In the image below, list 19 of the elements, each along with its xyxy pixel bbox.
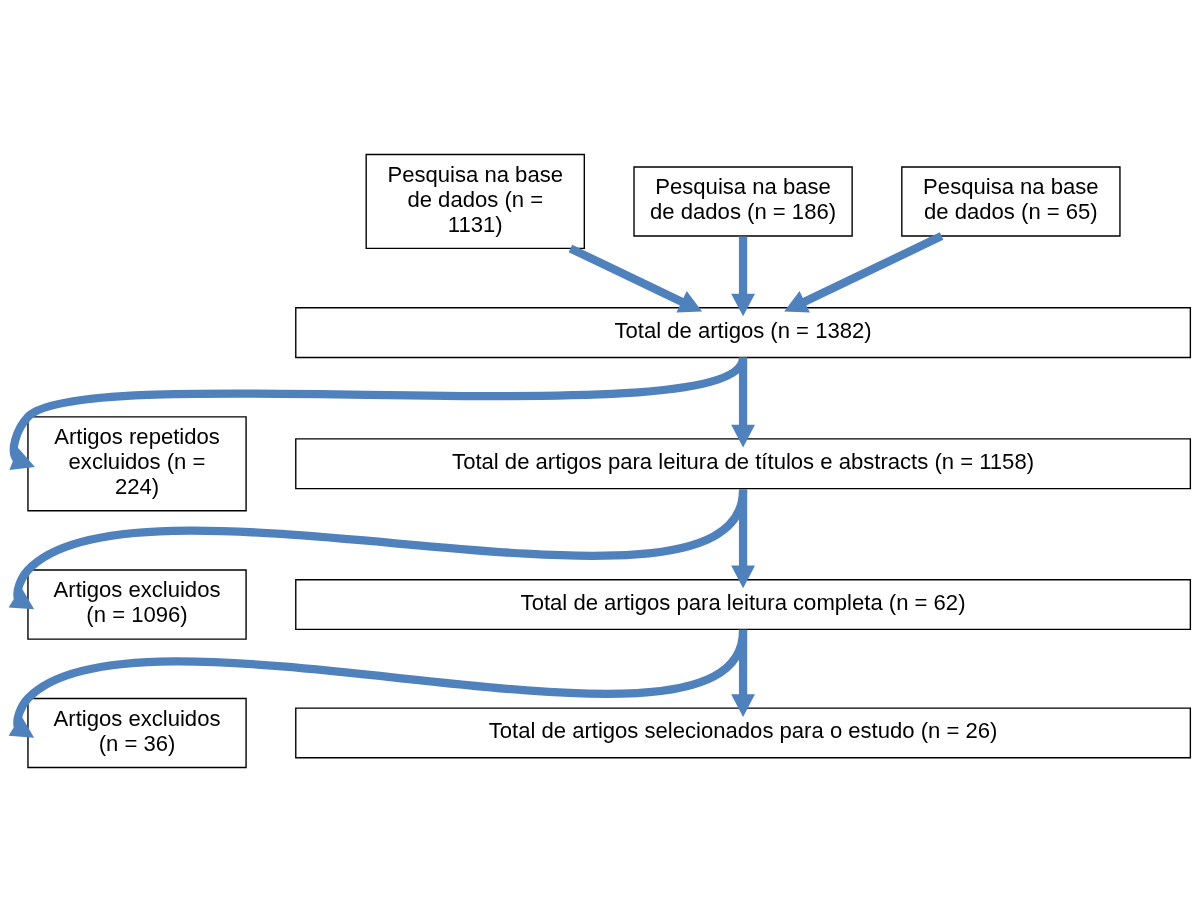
node-box: Artigos excluidos (n = 36) xyxy=(27,697,247,768)
node-box: Total de artigos (n = 1382) xyxy=(295,306,1192,358)
arrow xyxy=(9,354,747,470)
arrow xyxy=(568,244,703,312)
arrow xyxy=(8,628,747,738)
node-box: Total de artigos para leitura de títulos e abstracts (n = 1158) xyxy=(295,437,1192,489)
node-box: Artigos excluidos (n = 1096) xyxy=(27,568,247,640)
node-box: Pesquisa na base de dados (n = 1131) xyxy=(365,153,585,249)
arrow xyxy=(731,236,755,316)
node-box: Artigos repetidos excluidos (n = 224) xyxy=(27,415,247,511)
arrow xyxy=(784,231,944,312)
arrow xyxy=(8,488,747,609)
node-box: Total de artigos para leitura completa (n = 62) xyxy=(295,578,1192,630)
arrow xyxy=(731,488,755,588)
arrow xyxy=(731,357,755,447)
node-box: Pesquisa na base de dados (n = 186) xyxy=(633,165,853,237)
arrow xyxy=(731,629,755,717)
node-box: Pesquisa na base de dados (n = 65) xyxy=(901,165,1121,237)
node-box: Total de artigos selecionados para o estudo (n = 26) xyxy=(295,706,1192,758)
